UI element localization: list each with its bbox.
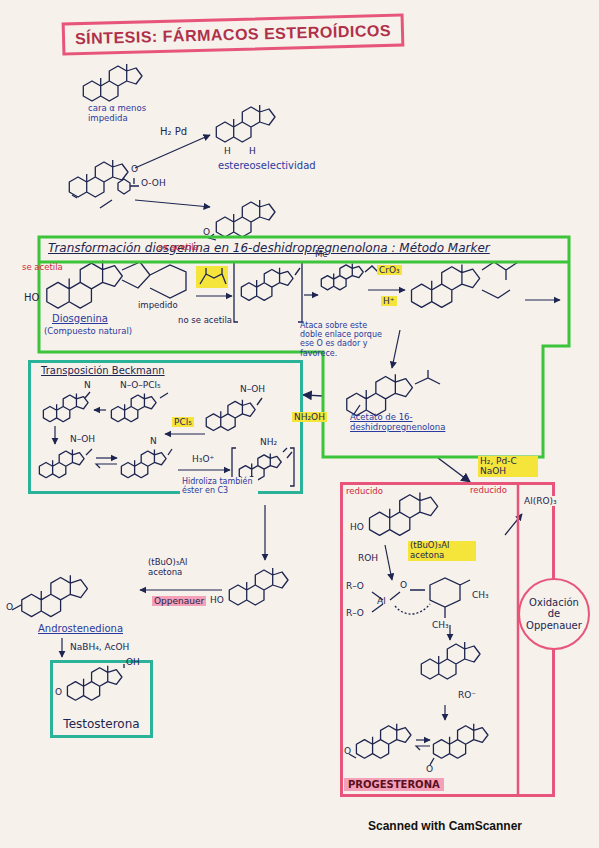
note-label: OH	[126, 657, 140, 667]
note-label: N–OH	[70, 434, 95, 444]
region-box: Transposición Beckmann	[28, 360, 303, 494]
note-label: Diosgenina	[52, 313, 108, 325]
note-label: Ataca sobre este doble enlace porque ese…	[300, 321, 382, 358]
node-text: Testosterona	[53, 717, 150, 731]
note-label: O	[55, 687, 62, 697]
note-label: Androstenediona	[38, 623, 123, 635]
note-label: N	[84, 380, 91, 390]
note-label: (tBuO)₃Al acetona	[408, 541, 476, 561]
note-label: O-OH	[141, 178, 166, 188]
note-label: (tBuO)₃Al acetona	[148, 558, 220, 578]
note-label: HO	[350, 522, 364, 532]
note-label: H⁺	[381, 296, 397, 306]
region-outlines	[518, 482, 519, 797]
node-text: Transposición Beckmann	[41, 365, 165, 376]
note-label: Al	[377, 596, 386, 606]
note-label: O	[131, 164, 138, 174]
reaction-arrow	[303, 395, 323, 396]
node-text: Oxidación de Oppenauer	[525, 597, 583, 632]
note-label: H	[224, 146, 231, 156]
note-label: H₃O⁺	[192, 454, 214, 464]
note-label: H	[249, 146, 256, 156]
equilibrium-arrows	[96, 464, 430, 750]
note-label: HO	[24, 292, 39, 304]
note-label: HO	[210, 595, 224, 605]
note-label: cara α menos impedida	[88, 104, 150, 124]
note-label: CH₃	[432, 620, 449, 630]
green-outline-path	[39, 237, 569, 457]
note-label: ROH	[358, 553, 378, 563]
reagent-label: H₂, Pd-C NaOH	[478, 456, 538, 477]
node-text: PROGESTERONA	[344, 778, 444, 791]
note-label: O	[6, 602, 13, 612]
reagent-label: NH₂OH	[292, 412, 327, 422]
title-text: SÍNTESIS: FÁRMACOS ESTEROÍDICOS	[75, 22, 391, 47]
note-label: (Compuesto natural)	[44, 327, 132, 337]
note-label: CH₃	[472, 590, 489, 600]
region-box: PROGESTERONA	[340, 482, 555, 797]
note-label: NaBH₄, AcOH	[70, 642, 129, 652]
note-label: impedido	[138, 301, 178, 311]
note-label: CrO₃	[377, 265, 402, 275]
reaction-arrows	[55, 135, 560, 740]
note-label: R–O	[346, 608, 364, 618]
note-label: N–O–PCl₅	[120, 380, 161, 390]
note-label: N	[150, 436, 157, 446]
note-label: Oppenauer	[152, 596, 206, 606]
region-box: Testosterona	[50, 660, 153, 738]
process-circle: Oxidación de Oppenauer	[518, 578, 590, 650]
note-label: no se acetila	[178, 316, 232, 326]
note-label: N–OH	[240, 384, 265, 394]
note-label: Me	[315, 250, 328, 260]
note-label: O	[426, 764, 433, 774]
steroid-skeletons	[22, 64, 488, 758]
note-label: estereoselectividad	[218, 160, 316, 172]
note-label: O	[344, 746, 351, 756]
node-text: Transformación diosgenina en 16-deshidro…	[48, 241, 490, 255]
note-label: Acetato de 16-deshidropregnenolona	[350, 413, 450, 433]
note-label: Hidroliza también éster en C3	[180, 477, 258, 495]
note-label: reducido	[346, 487, 383, 497]
reaction-arrow	[438, 458, 470, 482]
note-label: reducido	[470, 486, 507, 496]
note-label: PCl₅	[172, 417, 194, 427]
note-label: se acetila	[158, 243, 199, 253]
watermark: Scanned with CamScanner	[368, 820, 522, 834]
note-label: O	[203, 227, 210, 237]
note-label: O	[400, 580, 407, 590]
note-label: Al(RO)₃	[522, 496, 559, 506]
title-box: SÍNTESIS: FÁRMACOS ESTEROÍDICOS	[62, 14, 405, 56]
note-label: se acetila	[22, 263, 63, 273]
note-label: R–O	[346, 581, 364, 591]
note-label: RO⁻	[458, 690, 476, 700]
note-label: H₂ Pd	[160, 126, 187, 138]
structure-details	[12, 178, 518, 765]
note-label: NH₂	[260, 437, 277, 447]
